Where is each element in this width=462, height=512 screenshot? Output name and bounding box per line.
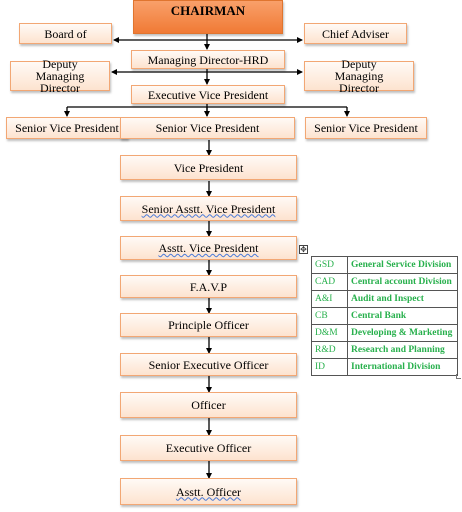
senior-executive-officer-box: Senior Executive Officer	[120, 353, 297, 376]
officer-box: Officer	[120, 392, 297, 418]
legend-full: Audit and Inspect	[347, 290, 458, 308]
executive-officer-box: Executive Officer	[120, 435, 297, 461]
legend-row: D&M Developing & Marketing	[311, 324, 458, 342]
legend-row: GSD General Service Division	[311, 256, 458, 274]
favp-box: F.A.V.P	[120, 275, 297, 298]
asstt-officer-label: Asstt. Officer	[175, 484, 242, 499]
legend-abbr: A&I	[311, 290, 348, 308]
managing-director-hrd-label: Managing Director-HRD	[147, 52, 269, 67]
legend-row: CB Central Bank	[311, 307, 458, 325]
senior-vp-center-label: Senior Vice President	[155, 121, 260, 135]
executive-vice-president-label: Executive Vice President	[147, 87, 269, 102]
board-box: Board of	[19, 23, 112, 44]
legend-abbr: D&M	[311, 324, 348, 342]
deputy-md-left-box: Deputy Managing Director	[10, 57, 110, 95]
abbreviation-legend-table: GSD General Service Division CAD Central…	[311, 256, 458, 376]
legend-abbr: CB	[311, 307, 348, 325]
deputy-md-left-label: Deputy Managing Director	[35, 57, 85, 95]
legend-abbr: R&D	[311, 341, 348, 359]
vice-president-box: Vice President	[120, 155, 297, 180]
legend-row: ID International Division	[311, 358, 458, 376]
asstt-vp-label: Asstt. Vice President	[158, 241, 259, 255]
asstt-vp-box: Asstt. Vice President	[120, 236, 297, 260]
legend-row: A&I Audit and Inspect	[311, 290, 458, 308]
senior-vp-right-box: Senior Vice President	[305, 117, 427, 139]
chairman-box: CHAIRMAN	[133, 0, 283, 34]
senior-vp-right-label: Senior Vice President	[314, 121, 418, 135]
legend-row: R&D Research and Planning	[311, 341, 458, 359]
legend-full: Developing & Marketing	[347, 324, 458, 342]
legend-row: CAD Central account Division	[311, 273, 458, 291]
executive-officer-label: Executive Officer	[165, 441, 252, 455]
senior-asstt-vp-box: Senior Asstt. Vice President	[120, 196, 297, 221]
executive-vice-president-box: Executive Vice President	[131, 85, 285, 104]
legend-full: International Division	[347, 358, 458, 376]
legend-full: Central account Division	[347, 273, 458, 291]
legend-abbr: ID	[311, 358, 348, 376]
chairman-label: CHAIRMAN	[170, 3, 246, 18]
table-resize-corner[interactable]	[456, 374, 461, 379]
principle-officer-label: Principle Officer	[168, 318, 249, 332]
legend-full: Research and Planning	[347, 341, 458, 359]
chief-adviser-box: Chief Adviser	[304, 23, 407, 44]
legend-abbr: CAD	[311, 273, 348, 291]
vice-president-label: Vice President	[173, 160, 244, 175]
senior-vp-center-box: Senior Vice President	[120, 117, 295, 139]
deputy-md-right-box: Deputy Managing Director	[304, 57, 414, 95]
legend-full: Central Bank	[347, 307, 458, 325]
senior-vp-left-label: Senior Vice President	[15, 121, 119, 135]
legend-abbr: GSD	[311, 256, 348, 274]
managing-director-hrd-box: Managing Director-HRD	[131, 50, 285, 69]
move-handle-icon[interactable]: ✥	[299, 245, 308, 254]
senior-asstt-vp-label: Senior Asstt. Vice President	[141, 201, 276, 216]
senior-vp-left-box: Senior Vice President	[6, 117, 128, 139]
board-label: Board of	[44, 26, 87, 41]
favp-label: F.A.V.P	[189, 279, 228, 294]
deputy-md-right-label: Deputy Managing Director	[334, 57, 384, 95]
senior-executive-officer-label: Senior Executive Officer	[148, 357, 269, 372]
officer-label: Officer	[191, 398, 226, 412]
principle-officer-box: Principle Officer	[120, 313, 297, 337]
chief-adviser-label: Chief Adviser	[322, 26, 389, 41]
asstt-officer-box: Asstt. Officer	[120, 478, 297, 505]
legend-full: General Service Division	[347, 256, 458, 274]
